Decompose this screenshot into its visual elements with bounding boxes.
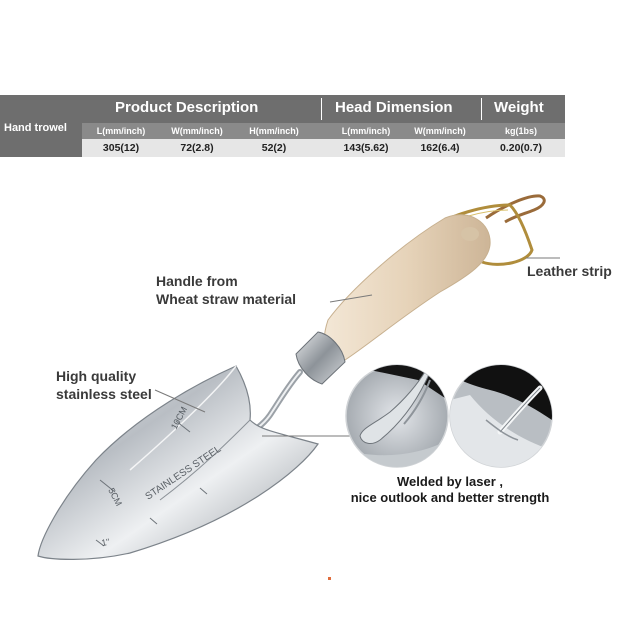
column-value: 0.20(0.7) bbox=[499, 142, 543, 154]
leather-callout-label: Leather strip bbox=[527, 263, 612, 279]
weld-zoom-left bbox=[345, 364, 449, 468]
weld-caption-line-2: nice outlook and better strength bbox=[350, 490, 550, 505]
handle-callout-line-2: Wheat straw material bbox=[156, 291, 297, 307]
engraving-1in: 1" bbox=[101, 537, 111, 548]
steel-callout-line-1: High quality bbox=[56, 368, 137, 384]
steel-callout: High quality stainless steel bbox=[56, 367, 152, 403]
column-value: 72(2.8) bbox=[180, 142, 214, 154]
metal-ferrule bbox=[295, 331, 346, 385]
spec-table: Hand trowel Product Description Head Dim… bbox=[0, 95, 565, 161]
group-separator bbox=[481, 98, 482, 120]
table-header-row bbox=[0, 95, 565, 123]
stainless-blade bbox=[37, 365, 319, 560]
column-value: 162(6.4) bbox=[420, 142, 460, 154]
column-header: L(mm/inch) bbox=[96, 126, 146, 136]
product-name-cell: Hand trowel bbox=[0, 95, 82, 157]
handle-callout: Handle from Wheat straw material bbox=[156, 272, 296, 308]
handle-callout-line-1: Handle from bbox=[156, 273, 238, 289]
group-title-product-description: Product Description bbox=[115, 99, 259, 116]
column-header: H(mm/inch) bbox=[249, 126, 299, 136]
column-header: L(mm/inch) bbox=[341, 126, 391, 136]
steel-leader-line bbox=[154, 389, 206, 413]
wooden-handle bbox=[323, 214, 491, 362]
group-title-weight: Weight bbox=[494, 99, 544, 116]
column-value: 52(2) bbox=[261, 142, 287, 154]
table-subheader-row bbox=[82, 123, 565, 139]
weld-caption: Welded by laser , nice outlook and bette… bbox=[330, 474, 570, 506]
table-value-row bbox=[82, 139, 565, 157]
product-label: Hand trowel bbox=[4, 122, 67, 134]
group-title-head-dimension: Head Dimension bbox=[335, 99, 453, 116]
weld-caption-line-1: Welded by laser , bbox=[397, 474, 503, 489]
leather-callout: Leather strip bbox=[527, 262, 612, 280]
column-value: 143(5.62) bbox=[343, 142, 389, 154]
group-separator bbox=[321, 98, 322, 120]
weld-zoom-right bbox=[449, 364, 553, 468]
handle-leader-line bbox=[329, 294, 373, 303]
column-header: W(mm/inch) bbox=[414, 126, 466, 136]
steel-callout-line-2: stainless steel bbox=[56, 386, 152, 402]
column-value: 305(12) bbox=[102, 142, 140, 154]
column-header: kg(1bs) bbox=[504, 126, 537, 136]
column-header: W(mm/inch) bbox=[171, 126, 223, 136]
decorative-dot bbox=[328, 577, 331, 580]
